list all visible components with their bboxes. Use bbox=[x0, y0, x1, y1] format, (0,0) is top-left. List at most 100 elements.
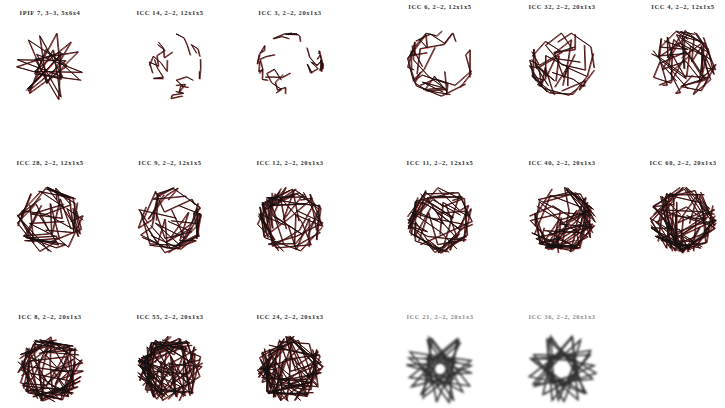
figure-caption: ICC 3, 2–2, 20x1x3 bbox=[257, 9, 322, 17]
polyhedron-edge bbox=[153, 59, 163, 78]
polyhedron-drawing bbox=[407, 31, 472, 96]
polyhedron-drawing bbox=[407, 188, 473, 254]
figure-caption: ICC 40, 2–2, 20x1x3 bbox=[527, 159, 596, 167]
edge-shadow bbox=[150, 189, 201, 249]
edge-shadow bbox=[154, 60, 164, 79]
polyhedron-edge bbox=[460, 50, 471, 88]
figure-caption: ICC 12, 2–2, 20x1x3 bbox=[255, 159, 324, 167]
polyhedron-edge bbox=[653, 187, 715, 252]
polyhedron-drawing bbox=[651, 30, 716, 94]
edge-shadow bbox=[460, 50, 471, 88]
polyhedron-edge bbox=[191, 45, 199, 57]
edge-shadow bbox=[530, 337, 597, 402]
polyhedron-edge bbox=[257, 198, 283, 251]
polyhedron-edge bbox=[141, 196, 173, 249]
polyhedron-edge bbox=[23, 211, 81, 243]
edge-shadow bbox=[258, 46, 265, 64]
polyhedron-edge bbox=[194, 208, 201, 239]
polyhedron-edge bbox=[267, 69, 282, 93]
polyhedron-edge bbox=[548, 188, 595, 222]
polyhedron-drawing bbox=[406, 337, 472, 402]
polyhedron-edge bbox=[143, 340, 186, 398]
polyhedron-edge bbox=[260, 55, 275, 80]
figure-caption: ICC 4, 2–2, 12x1x5 bbox=[650, 3, 715, 11]
polyhedron-drawing bbox=[138, 188, 202, 253]
polyhedron-edge bbox=[535, 189, 574, 250]
polyhedron-drawing bbox=[529, 33, 595, 96]
polyhedron-edge bbox=[658, 38, 679, 85]
polyhedron-edge bbox=[285, 34, 300, 42]
polyhedron-edge bbox=[38, 358, 80, 400]
polyhedron-edge bbox=[269, 345, 318, 385]
polyhedron-edge bbox=[319, 51, 323, 69]
polyhedron-edge bbox=[27, 199, 71, 241]
polyhedron-edge bbox=[176, 77, 193, 87]
figure-caption: ICC 9, 2–2, 12x1x5 bbox=[137, 159, 202, 167]
polyhedron-edge bbox=[579, 70, 594, 90]
edge-shadow bbox=[154, 188, 187, 200]
polyhedron-edge bbox=[544, 225, 594, 251]
polyhedron-edge bbox=[537, 197, 586, 249]
polyhedron-edge bbox=[653, 50, 686, 85]
polyhedron-edge bbox=[681, 30, 701, 68]
polyhedron-drawing bbox=[17, 187, 83, 252]
polyhedron-edge bbox=[422, 82, 443, 92]
polyhedron-drawing bbox=[137, 336, 203, 401]
polyhedron-edge bbox=[535, 65, 554, 86]
polyhedron-edge bbox=[653, 187, 683, 241]
edge-shadow bbox=[177, 34, 191, 55]
polyhedron-edge bbox=[408, 190, 460, 223]
edge-shadow bbox=[139, 210, 176, 224]
polyhedron-edge bbox=[532, 336, 594, 400]
edge-shadow bbox=[17, 34, 81, 100]
polyhedron-drawing bbox=[529, 336, 596, 401]
polyhedron-edge bbox=[537, 206, 579, 248]
polyhedron-edge bbox=[265, 73, 290, 77]
polyhedron-drawing bbox=[650, 187, 717, 253]
polyhedron-edge bbox=[19, 337, 52, 399]
edge-shadow bbox=[200, 59, 201, 79]
polyhedron-edge bbox=[149, 56, 167, 71]
figure-caption: ICC 14, 2–2, 12x1x5 bbox=[135, 9, 204, 17]
polyhedron-edge bbox=[150, 213, 199, 253]
polyhedron-drawing bbox=[257, 336, 323, 402]
polyhedron-edge bbox=[406, 339, 471, 401]
figure-caption: ICC 32, 2–2, 20x1x3 bbox=[527, 3, 596, 11]
figure-caption: ICC 24, 2–2, 20x1x3 bbox=[255, 313, 324, 321]
polyhedron-edge bbox=[261, 356, 282, 401]
polyhedron-edge bbox=[26, 53, 62, 90]
figure-caption: ICC 55, 2–2, 20x1x3 bbox=[135, 313, 204, 321]
polyhedron-edge bbox=[158, 42, 172, 58]
edge-shadow bbox=[580, 70, 595, 90]
polyhedron-edge bbox=[259, 61, 263, 73]
polyhedron-edge bbox=[34, 341, 73, 391]
polyhedron-edge bbox=[199, 59, 200, 79]
edge-shadow bbox=[192, 45, 200, 57]
polyhedron-edge bbox=[151, 235, 197, 249]
figure-caption: IPIF 7, 3–3, 5x6x4 bbox=[19, 9, 82, 17]
polyhedron-edge bbox=[532, 76, 547, 92]
polyhedron-edge bbox=[670, 55, 692, 93]
polyhedron-edge bbox=[538, 85, 577, 95]
polyhedron-edge bbox=[268, 189, 305, 224]
polyhedron-edge bbox=[531, 337, 593, 400]
polyhedron-edge bbox=[307, 62, 318, 73]
polyhedron-drawing bbox=[257, 33, 323, 94]
polyhedron-edge bbox=[138, 338, 190, 395]
polyhedron-edge bbox=[16, 33, 80, 99]
polyhedron-edge bbox=[141, 343, 182, 358]
polyhedron-edge bbox=[264, 193, 320, 240]
polyhedron-edge bbox=[260, 359, 283, 397]
figure-caption: ICC 11, 2–2, 12x1x5 bbox=[406, 159, 475, 167]
polyhedron-edge bbox=[139, 210, 176, 224]
edge-shadow bbox=[308, 62, 319, 73]
polyhedron-edge bbox=[171, 91, 183, 98]
polyhedron-drawing bbox=[16, 33, 82, 100]
polyhedron-edge bbox=[41, 359, 75, 396]
polyhedron-edge bbox=[145, 345, 186, 393]
edge-shadow bbox=[150, 57, 168, 72]
polyhedron-edge bbox=[23, 360, 75, 399]
polyhedron-edge bbox=[264, 342, 316, 389]
polyhedron-edge bbox=[20, 344, 78, 383]
